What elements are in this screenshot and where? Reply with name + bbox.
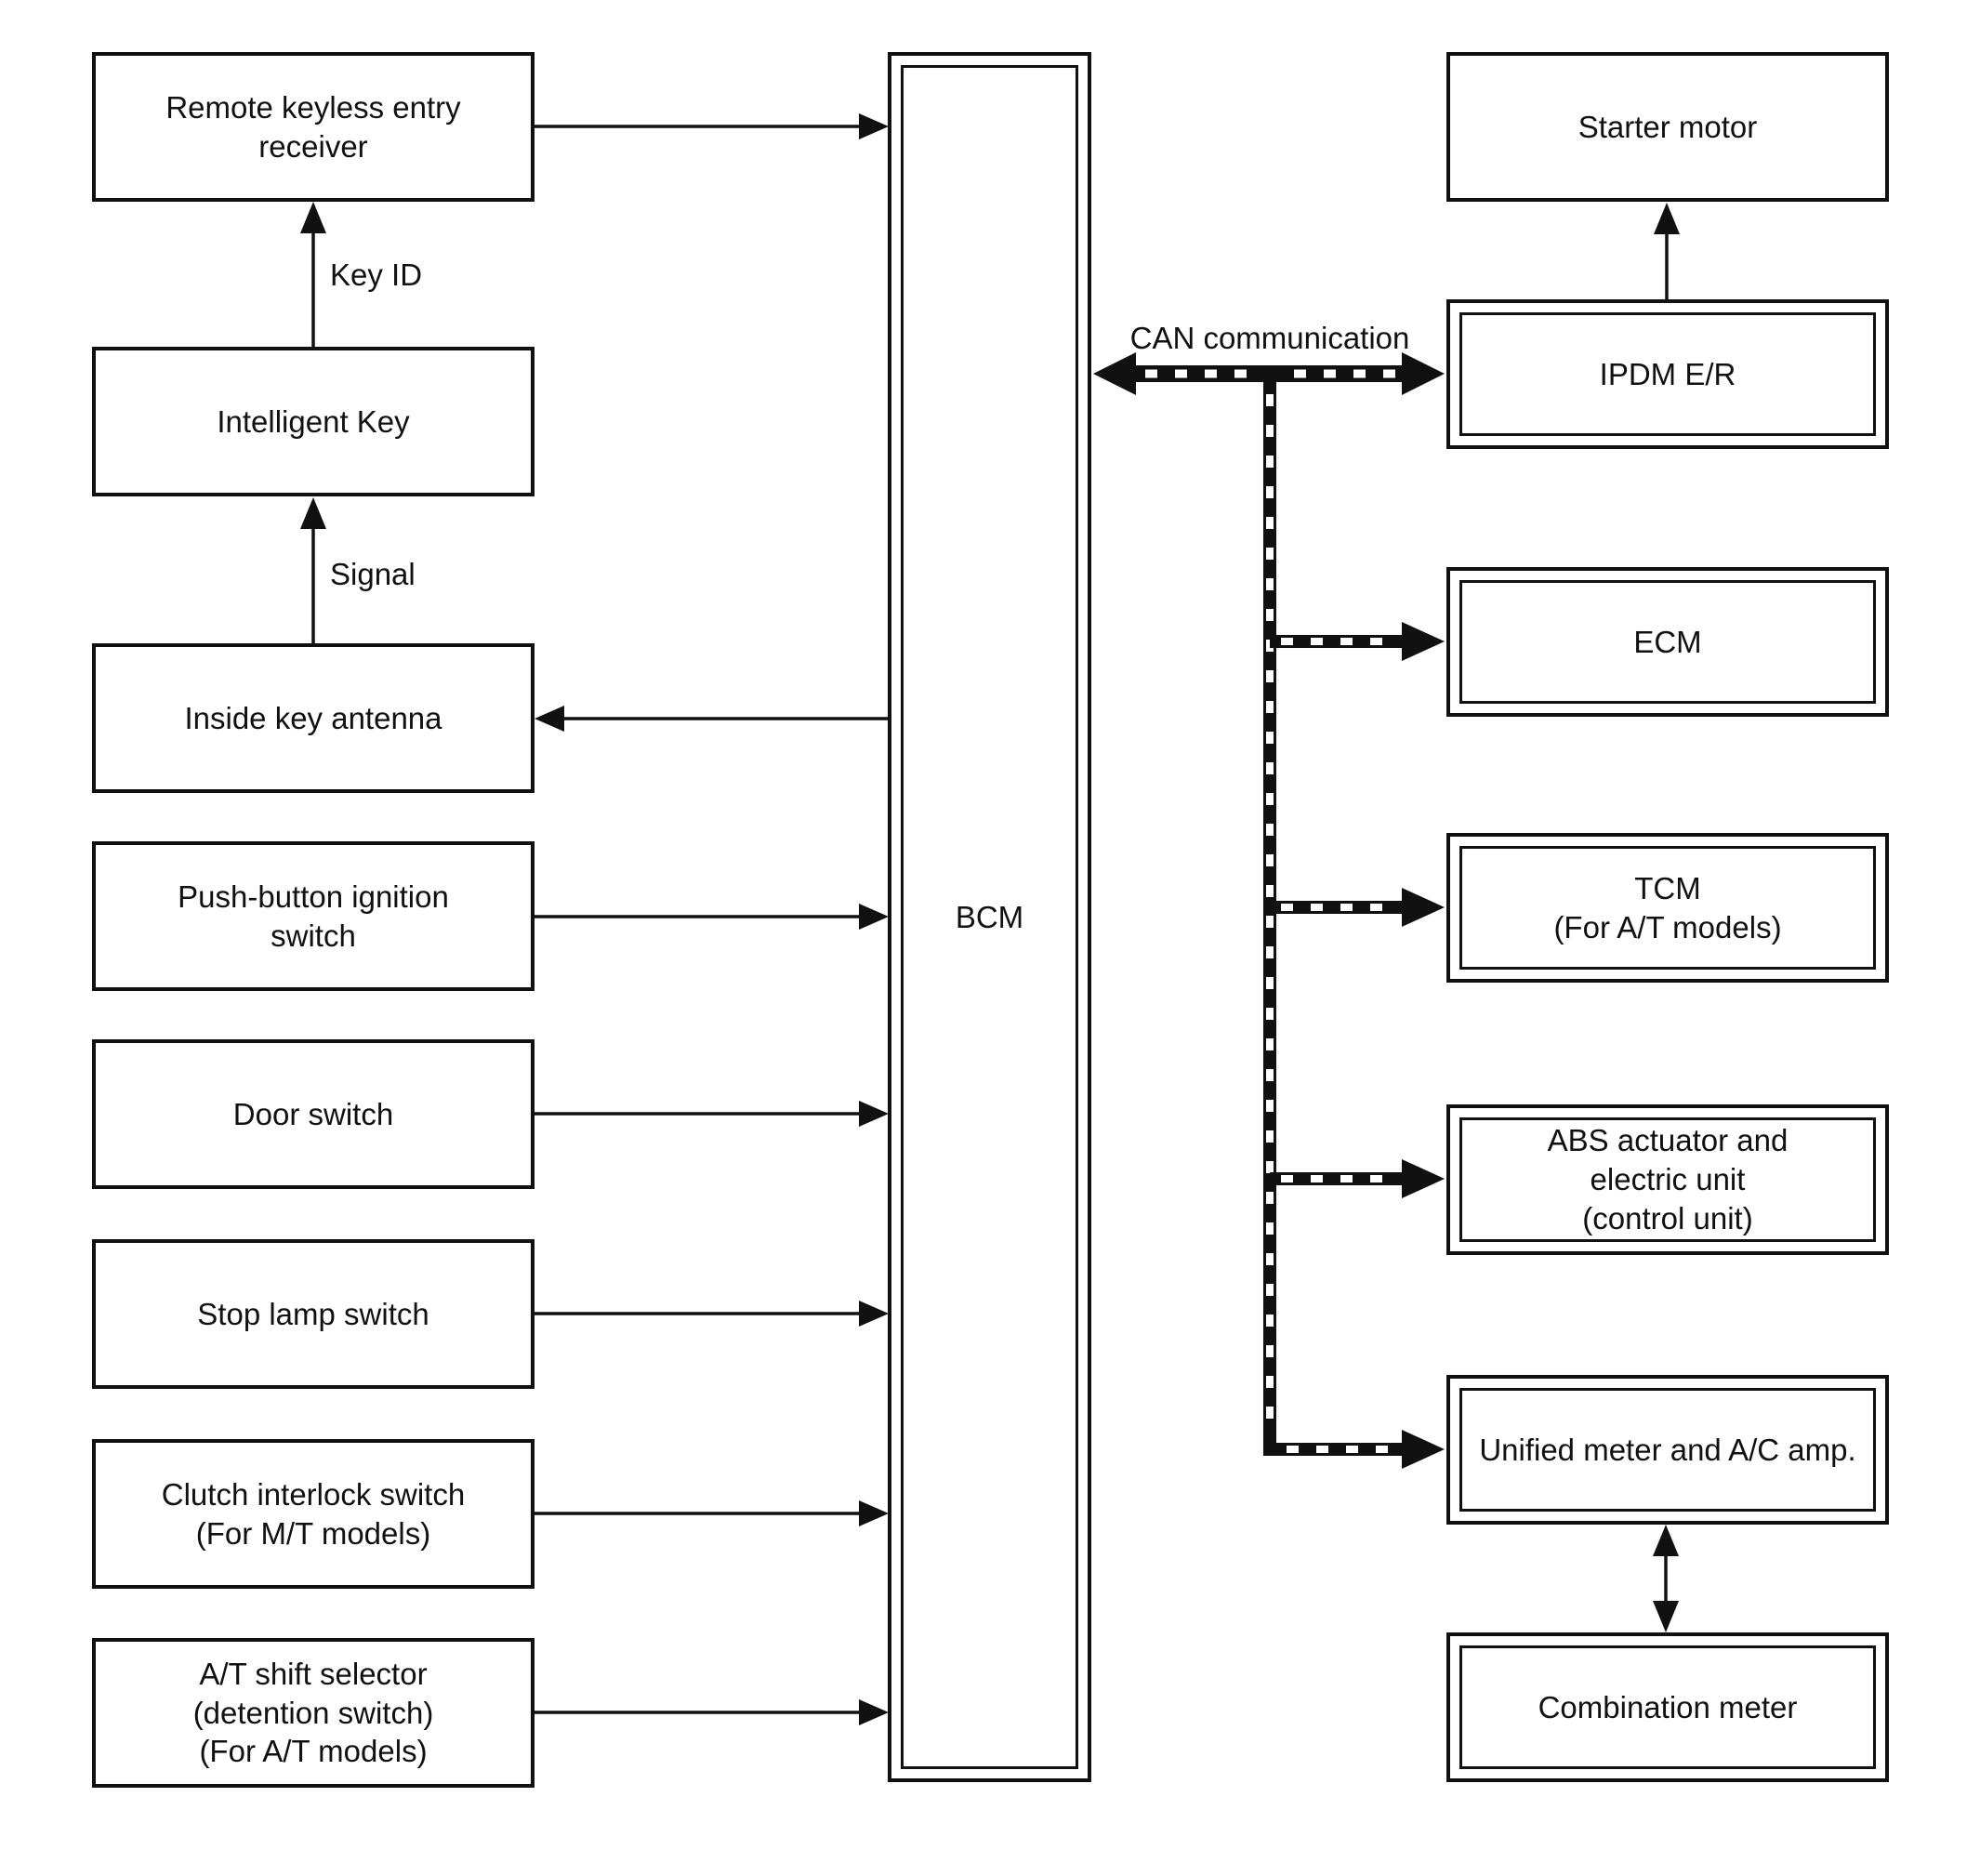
- box-label: IPDM E/R: [1599, 356, 1736, 391]
- arrowhead-to-starter: [1654, 203, 1680, 234]
- box-stop-lamp-switch: Stop lamp switch: [92, 1239, 535, 1389]
- box-label: ECM: [1633, 624, 1702, 659]
- box-bcm-inner-border: BCM: [901, 65, 1078, 1769]
- box-at-shift-selector: A/T shift selector (detention switch) (F…: [92, 1638, 535, 1788]
- edge-label-signal: Signal: [330, 557, 416, 591]
- box-label: A/T shift selector (detention switch) (F…: [192, 1656, 434, 1769]
- can-bus: [1093, 352, 1445, 1469]
- box-ipdm-er: IPDM E/R: [1446, 299, 1889, 449]
- box-label: ABS actuator and electric unit (control …: [1547, 1123, 1789, 1235]
- arrowhead-signal: [300, 497, 326, 529]
- box-label: Stop lamp switch: [197, 1296, 429, 1331]
- box-inner-border: Combination meter: [1459, 1645, 1876, 1769]
- arrowhead-into-bcm-1: [859, 113, 889, 139]
- box-label: Clutch interlock switch (For M/T models): [161, 1476, 466, 1551]
- box-label: Starter motor: [1577, 109, 1758, 144]
- box-intelligent-key: Intelligent Key: [92, 347, 535, 496]
- box-label: Push-button ignition switch: [178, 879, 449, 953]
- box-push-button-ignition-switch: Push-button ignition switch: [92, 841, 535, 991]
- box-door-switch: Door switch: [92, 1039, 535, 1189]
- box-label: Combination meter: [1538, 1689, 1798, 1724]
- box-label: Unified meter and A/C amp.: [1479, 1432, 1856, 1467]
- arrowhead-into-bcm-7: [859, 1500, 889, 1526]
- arrowhead-into-antenna: [535, 706, 564, 732]
- box-inside-key-antenna: Inside key antenna: [92, 643, 535, 793]
- can-arrowhead-tcm: [1402, 888, 1445, 927]
- arrowhead-into-bcm-6: [859, 1301, 889, 1327]
- can-arrowhead-abs: [1402, 1159, 1445, 1198]
- box-inner-border: Unified meter and A/C amp.: [1459, 1388, 1876, 1512]
- edge-label-key-id: Key ID: [330, 258, 423, 292]
- box-bcm: BCM: [888, 52, 1091, 1782]
- box-abs-actuator: ABS actuator and electric unit (control …: [1446, 1104, 1889, 1255]
- can-arrowhead-ecm: [1402, 622, 1445, 661]
- box-label: Inside key antenna: [184, 700, 442, 735]
- arrowhead-into-bcm-5: [859, 1101, 889, 1127]
- arrowhead-um-up: [1653, 1525, 1679, 1556]
- box-clutch-interlock-switch: Clutch interlock switch (For M/T models): [92, 1439, 535, 1589]
- box-label: Intelligent Key: [217, 403, 410, 439]
- box-inner-border: ABS actuator and electric unit (control …: [1459, 1117, 1876, 1242]
- box-inner-border: TCM (For A/T models): [1459, 846, 1876, 970]
- box-ecm: ECM: [1446, 567, 1889, 717]
- box-label: TCM (For A/T models): [1553, 870, 1782, 945]
- box-inner-border: ECM: [1459, 580, 1876, 704]
- box-unified-meter-ac-amp: Unified meter and A/C amp.: [1446, 1375, 1889, 1525]
- arrowhead-key-id: [300, 202, 326, 233]
- box-tcm: TCM (For A/T models): [1446, 833, 1889, 983]
- arrowhead-um-down: [1653, 1601, 1679, 1632]
- can-arrowhead-unified-meter: [1402, 1430, 1445, 1469]
- box-label: BCM: [955, 899, 1024, 934]
- edge-label-can-communication: CAN communication: [1129, 321, 1410, 355]
- box-label: Door switch: [232, 1096, 394, 1131]
- arrowhead-into-bcm-4: [859, 904, 889, 930]
- box-remote-keyless-entry-receiver: Remote keyless entry receiver: [92, 52, 535, 202]
- box-combination-meter: Combination meter: [1446, 1632, 1889, 1782]
- box-inner-border: IPDM E/R: [1459, 312, 1876, 436]
- can-arrowhead-left: [1093, 352, 1136, 395]
- box-label: Remote keyless entry receiver: [165, 89, 461, 164]
- box-starter-motor: Starter motor: [1446, 52, 1889, 202]
- can-arrowhead-right: [1402, 352, 1445, 395]
- arrowhead-into-bcm-8: [859, 1699, 889, 1725]
